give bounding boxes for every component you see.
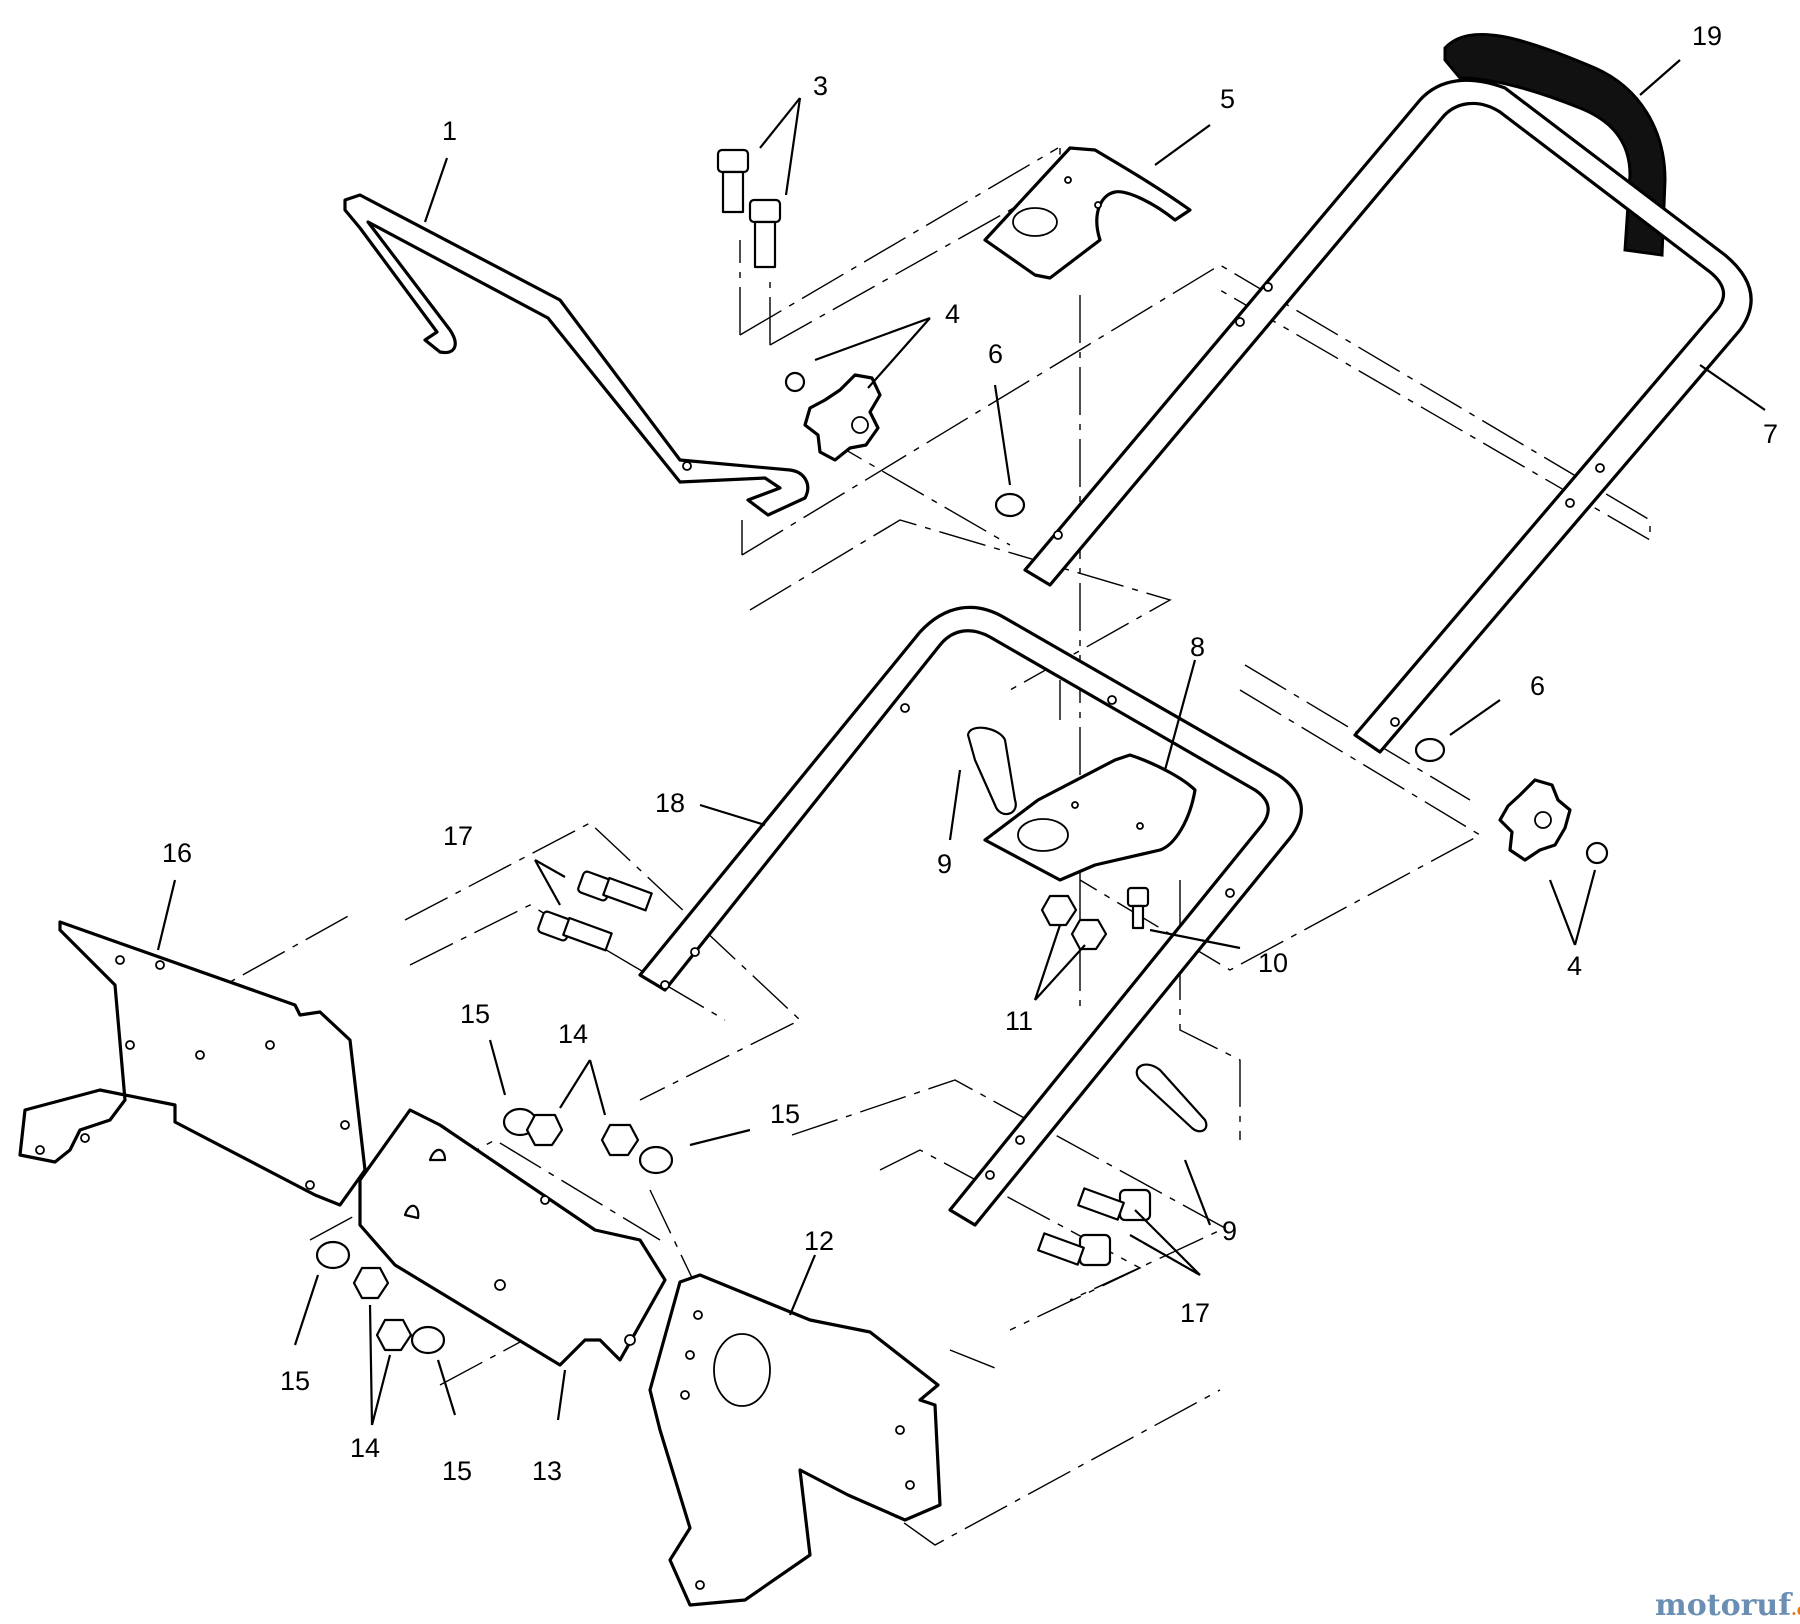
part-18-lower-handle	[638, 605, 1303, 1227]
part-17-bolts-upper	[537, 870, 653, 952]
callout-8: 8	[1190, 632, 1205, 662]
part-4-knob-upper	[784, 371, 882, 462]
callout-15-a: 15	[460, 999, 490, 1029]
part-12-right-mount-plate	[648, 1273, 942, 1607]
part-19-handle-grip	[1443, 32, 1667, 257]
callout-15-d: 15	[442, 1456, 472, 1486]
callout-3: 3	[813, 71, 828, 101]
part-1-control-rod	[343, 193, 810, 517]
callout-17-upper: 17	[443, 821, 473, 851]
part-8-lower-bracket	[983, 753, 1197, 882]
hardware-nuts	[352, 894, 1108, 1352]
callout-17-lower: 17	[1180, 1298, 1210, 1328]
part-10-bolt	[1126, 886, 1150, 930]
leader-lines	[156, 59, 1766, 1426]
callout-13: 13	[532, 1456, 562, 1486]
watermark-brand: motoruf.de	[1655, 1588, 1800, 1623]
watermark-logo: motoruf.de	[1655, 1588, 1800, 1623]
part-4-knob-lower	[1498, 778, 1609, 865]
callout-7: 7	[1763, 419, 1778, 449]
callout-11: 11	[1005, 1006, 1033, 1036]
part-7-upper-handle	[1023, 78, 1753, 754]
callout-12: 12	[804, 1226, 834, 1256]
part-9-carriage-bolts	[966, 726, 1208, 1133]
callout-19: 19	[1692, 21, 1722, 51]
part-3-bolts	[716, 148, 782, 269]
callout-16: 16	[162, 838, 192, 868]
callout-15-b: 15	[770, 1099, 800, 1129]
part-16-left-mount-plate	[18, 920, 367, 1207]
callout-4-upper: 4	[945, 299, 960, 329]
callout-labels: 1 3 4 5 6 19 7 8 6 18 9 17 16 10 11 4 15…	[162, 21, 1778, 1486]
callout-14-a: 14	[558, 1019, 588, 1049]
callout-15-c: 15	[280, 1366, 310, 1396]
callout-6-lower: 6	[1530, 671, 1545, 701]
part-13-center-mount-plate	[358, 1108, 667, 1367]
callout-9-lower: 9	[1222, 1216, 1237, 1246]
callout-4-lower: 4	[1567, 951, 1582, 981]
callout-5: 5	[1220, 84, 1235, 114]
callout-1: 1	[442, 116, 457, 146]
part-17-bolts-lower	[1037, 1187, 1152, 1267]
part-5-upper-bracket	[983, 146, 1192, 280]
callout-9-upper: 9	[937, 849, 952, 879]
callout-6-upper: 6	[988, 339, 1003, 369]
callout-10: 10	[1258, 948, 1288, 978]
callout-18: 18	[655, 788, 685, 818]
callout-14-b: 14	[350, 1433, 380, 1463]
